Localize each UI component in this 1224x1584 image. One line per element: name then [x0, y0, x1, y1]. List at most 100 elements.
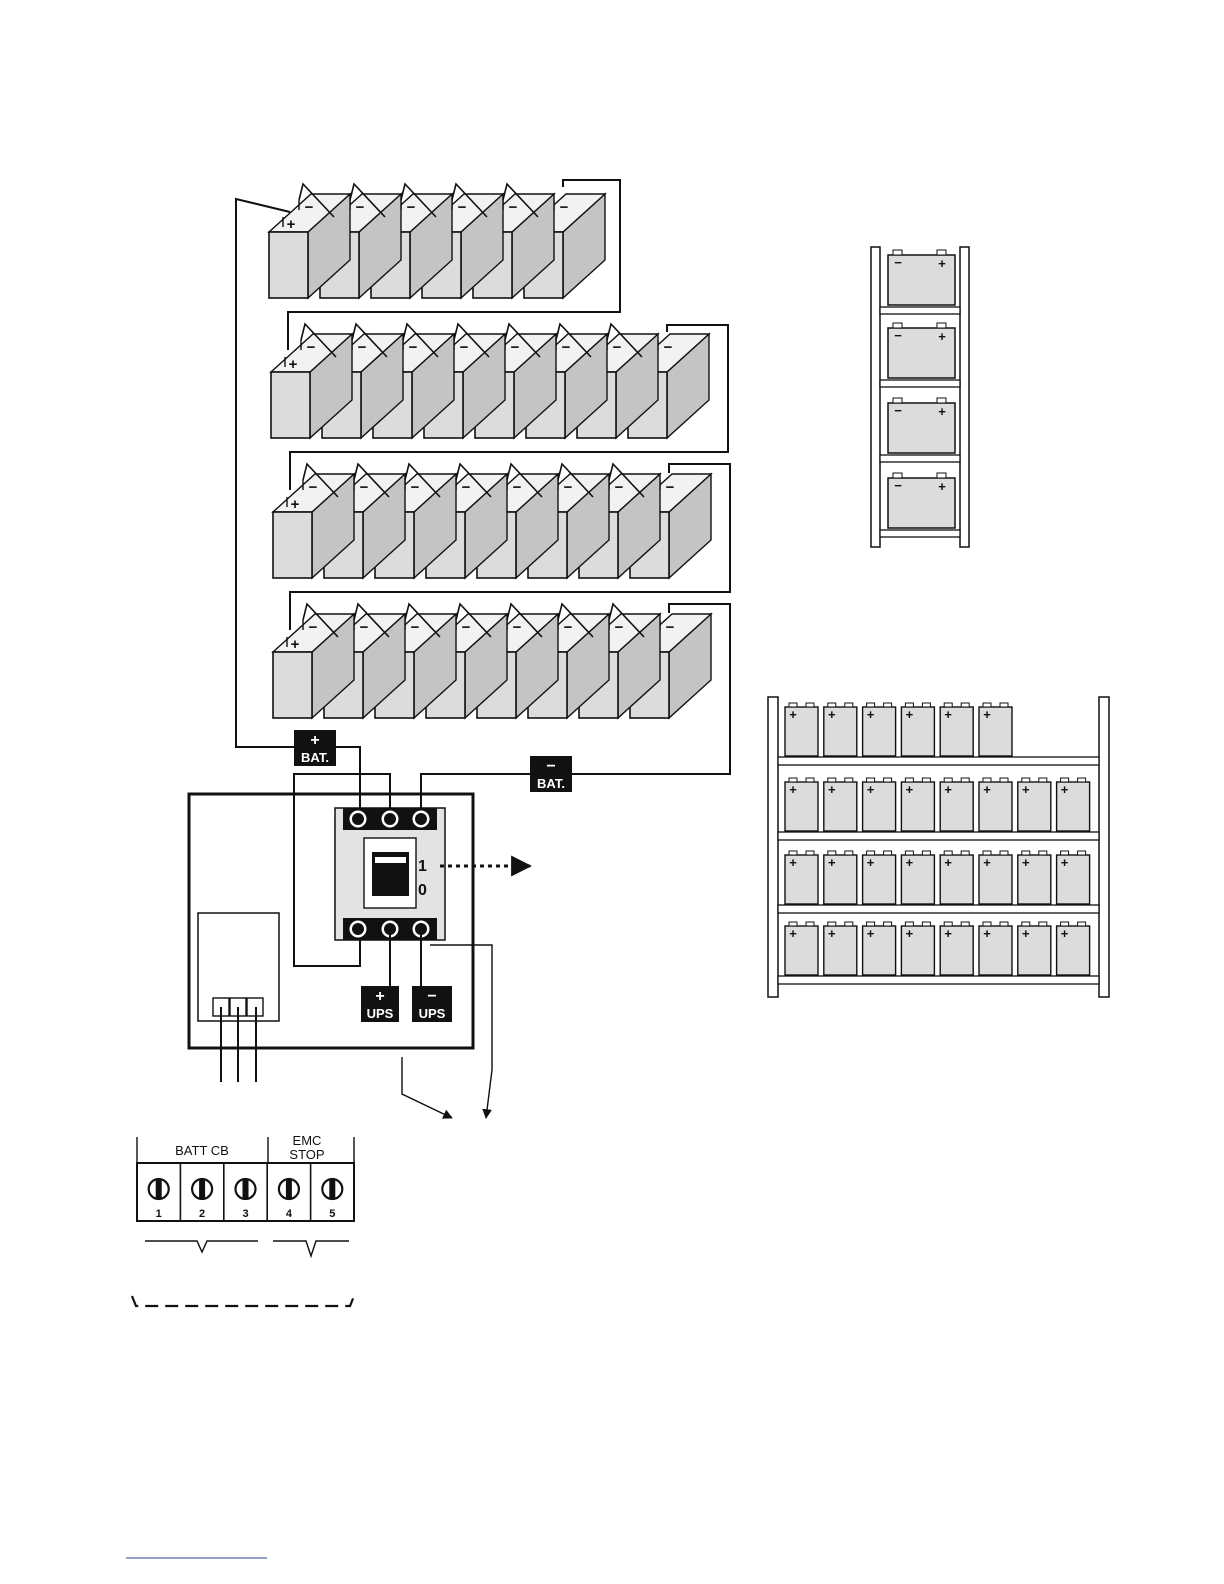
rack-shelf [880, 530, 960, 537]
rack-shelf [778, 905, 1099, 913]
rack-battery: + [1057, 851, 1090, 904]
breaker-terminal-screw-head [352, 923, 364, 935]
rack-battery-negative-sign: − [894, 403, 902, 418]
rack-battery-positive-sign: + [983, 782, 991, 797]
rack-battery-negative-sign: − [894, 478, 902, 493]
rack-battery: + [824, 851, 857, 904]
rack-battery-post [961, 778, 969, 782]
battery-negative-sign: − [615, 619, 624, 636]
rack-battery-post [845, 778, 853, 782]
rack-battery: + [863, 922, 896, 975]
rack-battery: + [901, 851, 934, 904]
rack-shelf [880, 380, 960, 387]
rack-battery: + [979, 851, 1012, 904]
rack-battery-post [845, 851, 853, 855]
battery-circuit-breaker[interactable]: 1 0 [335, 808, 445, 940]
battery-string-row: +−+−+−+−+−+−+−+− [273, 604, 711, 718]
rack-battery: −+ [888, 323, 955, 378]
rack-battery-post [961, 922, 969, 926]
rack-battery: + [901, 922, 934, 975]
emc-stop-header-line2: STOP [289, 1147, 324, 1162]
battery-positive-sign: + [287, 216, 296, 233]
rack-battery-post [806, 922, 814, 926]
rack-battery-negative-sign: − [894, 328, 902, 343]
rack-battery-post [1039, 922, 1047, 926]
rack-battery-positive-sign: + [944, 782, 952, 797]
rack-battery-positive-sign: + [983, 707, 991, 722]
rack-battery: + [785, 778, 818, 831]
battery-negative-sign: − [560, 199, 569, 216]
rack-battery-positive-sign: + [938, 329, 946, 344]
rack-battery: + [940, 922, 973, 975]
rack-battery-positive-sign: + [983, 855, 991, 870]
rack-battery: + [785, 851, 818, 904]
battery-negative-sign: − [664, 339, 673, 356]
terminal-number-3: 3 [242, 1208, 248, 1220]
rack-shelf [880, 307, 960, 314]
rack-battery: −+ [888, 398, 955, 453]
rack-battery-positive-sign: + [944, 855, 952, 870]
rack-battery-post [806, 778, 814, 782]
rack-battery: + [863, 703, 896, 756]
battery-negative-sign: − [411, 479, 420, 496]
svg-text:+: + [375, 988, 384, 1005]
battery-negative-sign: − [458, 199, 467, 216]
rack-battery-positive-sign: + [1061, 855, 1069, 870]
rack-battery: + [824, 922, 857, 975]
bat-negative-label: − BAT. [530, 756, 572, 792]
rack-battery: + [1018, 922, 1051, 975]
rack-battery-post [922, 922, 930, 926]
rack-battery-positive-sign: + [938, 404, 946, 419]
rack-battery-post [961, 703, 969, 707]
rack-battery-post [961, 851, 969, 855]
rack-battery-post [884, 922, 892, 926]
breaker-terminal-screw-head [352, 813, 364, 825]
bat-positive-label: + BAT. [294, 730, 336, 766]
batt-cb-header: BATT CB [175, 1143, 229, 1158]
emc-stop-header-line1: EMC [293, 1133, 322, 1148]
battery-positive-sign: + [289, 356, 298, 373]
battery-string-row: +−+−+−+−+−+−+−+− [273, 464, 711, 578]
rack-battery-positive-sign: + [828, 926, 836, 941]
rack-battery-positive-sign: + [789, 782, 797, 797]
battery-negative-sign: − [615, 479, 624, 496]
rack-battery-positive-sign: + [906, 855, 914, 870]
rack-battery-post [1078, 922, 1086, 926]
terminal-screw-slot [329, 1180, 335, 1198]
battery-negative-sign: − [309, 619, 318, 636]
rack-battery: + [824, 778, 857, 831]
battery-negative-sign: − [411, 619, 420, 636]
terminal-number-1: 1 [156, 1208, 162, 1220]
rack-battery-post [845, 703, 853, 707]
battery-negative-sign: − [509, 199, 518, 216]
rack-battery: + [1018, 778, 1051, 831]
terminal-number-5: 5 [329, 1208, 335, 1220]
battery-positive-sign: + [291, 496, 300, 513]
rack-battery-post [1000, 703, 1008, 707]
rack-shelf [778, 757, 1099, 765]
rack-battery-post [1078, 778, 1086, 782]
rack-battery-post [1039, 778, 1047, 782]
battery-negative-sign: − [562, 339, 571, 356]
battery-negative-sign: − [513, 619, 522, 636]
battery-negative-sign: − [358, 339, 367, 356]
rack-battery-post [806, 851, 814, 855]
svg-text:−: − [427, 988, 436, 1005]
battery-negative-sign: − [511, 339, 520, 356]
rack-battery-positive-sign: + [983, 926, 991, 941]
rack-battery: + [1018, 851, 1051, 904]
rack-battery-post [884, 703, 892, 707]
rack-battery: + [940, 851, 973, 904]
rack-battery: + [863, 851, 896, 904]
rack-battery-positive-sign: + [906, 926, 914, 941]
rack-battery-post [937, 323, 946, 328]
rack-battery-negative-sign: − [894, 255, 902, 270]
rack-battery: + [901, 703, 934, 756]
rack-battery-post [1039, 851, 1047, 855]
rack-battery-post [1000, 922, 1008, 926]
rack-battery-positive-sign: + [828, 782, 836, 797]
rack-battery-positive-sign: + [867, 926, 875, 941]
rack-battery-positive-sign: + [944, 926, 952, 941]
rack-battery-positive-sign: + [938, 256, 946, 271]
